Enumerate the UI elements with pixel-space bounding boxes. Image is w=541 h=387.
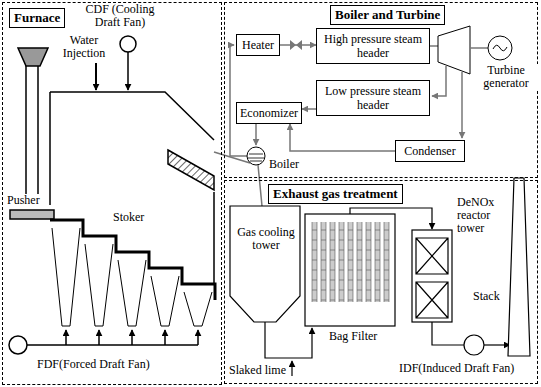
region-heading: Boiler and Turbine <box>330 5 445 25</box>
air-arrow <box>66 330 198 345</box>
air-hopper <box>52 228 212 326</box>
part-label: DeNOx reactor tower <box>456 196 506 235</box>
boiler-drum-water <box>248 154 264 161</box>
flue-duct <box>258 165 262 206</box>
steam-line <box>430 45 438 47</box>
duct <box>484 344 510 345</box>
ash-chute <box>168 150 214 190</box>
part-label: IDF(Induced Draft Fan) <box>398 362 515 375</box>
waste-hopper <box>18 48 48 66</box>
box-text: Economizer <box>240 106 298 120</box>
process-box: Condenser <box>395 140 465 162</box>
lime-feed <box>291 361 292 376</box>
callout-label: Water Injection <box>56 34 112 60</box>
box-text: Low pressure steam header <box>325 84 421 112</box>
process-box: High pressure steam header <box>316 28 430 64</box>
filter-bags <box>310 222 390 302</box>
part-label: Gas cooling tower <box>234 226 298 252</box>
stack-shape <box>508 178 530 356</box>
furnace-drawing <box>9 36 250 354</box>
process-box: Economizer <box>236 102 302 124</box>
generator-wave <box>493 45 507 51</box>
part-label: Pusher <box>6 194 41 207</box>
steam-line <box>230 45 247 156</box>
air-hopper <box>118 260 146 326</box>
valve-symbol <box>290 40 302 50</box>
duct <box>350 208 432 229</box>
part-label: Stoker <box>112 211 145 224</box>
gas-cooling-tower-shape <box>230 206 300 322</box>
flow-arrow <box>302 108 316 110</box>
process-box: Heater <box>236 34 280 56</box>
idf-fan <box>464 335 484 355</box>
part-label: Turbine generator <box>474 64 538 90</box>
feed-chute <box>26 66 38 206</box>
air-hopper <box>151 276 179 326</box>
denox-tower-shape <box>412 230 452 322</box>
part-label: Stack <box>472 290 501 303</box>
feed-water-line <box>255 124 257 145</box>
cdf-fan <box>120 36 136 52</box>
region-heading: Exhaust gas treatment <box>268 184 403 204</box>
air-hopper <box>85 244 113 326</box>
fdf-fan <box>9 336 27 354</box>
box-text: Heater <box>242 38 274 52</box>
exhaust-steam-line <box>461 72 463 138</box>
air-arrow <box>164 330 166 345</box>
water-injection-pipe <box>95 63 97 90</box>
region-heading: Furnace <box>9 8 65 28</box>
flow-arrow <box>290 124 395 151</box>
flue-duct <box>214 152 250 163</box>
stoker-grate <box>50 220 215 300</box>
steam-line <box>432 66 446 96</box>
turbine-symbol <box>438 26 470 74</box>
boiler-turbine-region: Boiler and TurbineHeater High pressure st… <box>224 2 538 178</box>
air-arrow <box>197 330 199 345</box>
cdf-duct <box>127 52 129 90</box>
box-text: High pressure steam header <box>324 32 422 60</box>
pusher-ram <box>10 210 54 219</box>
duct <box>432 322 464 345</box>
callout-label: CDF (Cooling Draft Fan) <box>82 3 158 29</box>
part-label: Slaked lime <box>228 364 287 377</box>
catalyst-layer <box>416 238 448 318</box>
air-arrow <box>65 330 67 345</box>
generator-symbol <box>488 36 512 60</box>
exhaust-drawing <box>230 178 530 376</box>
bag-filter-housing <box>305 214 395 326</box>
part-label: Bag Filter <box>328 330 378 343</box>
air-arrow <box>98 330 100 345</box>
steam-cycle-lines <box>230 26 512 206</box>
furnace-wall <box>50 92 214 284</box>
duct <box>265 322 312 358</box>
part-label: FDF(Forced Draft Fan) <box>36 358 151 371</box>
air-arrow <box>131 330 133 345</box>
part-label: Boiler <box>268 158 300 171</box>
boiler-drum <box>247 147 265 165</box>
air-hopper <box>184 292 212 326</box>
air-hopper <box>52 228 80 326</box>
shaft <box>470 47 488 49</box>
process-box: Low pressure steam header <box>316 80 430 116</box>
fdf-duct <box>27 344 198 346</box>
box-text: Condenser <box>404 144 455 158</box>
